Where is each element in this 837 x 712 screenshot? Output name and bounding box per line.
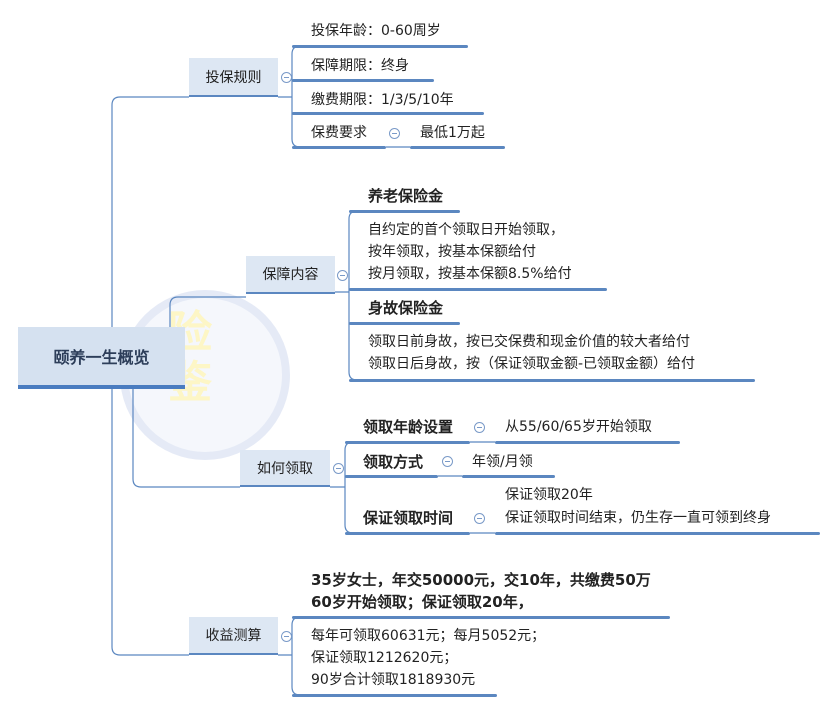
leaf-text: 保费要求 [311,125,367,141]
branch-label: 如何领取 [257,460,313,477]
node-underline [292,694,497,697]
headline-text: 60岁开始领取；保证领取20年， [311,593,533,611]
root-node[interactable]: 颐养一生概览 [18,327,185,389]
collapse-icon[interactable] [337,270,348,281]
branch-node-returns[interactable]: 收益测算 [189,617,278,655]
headline-text: 35岁女士，年交50000元，交10年，共缴费50万 [311,571,651,589]
leaf-text: 保证领取1212620元； [311,650,458,666]
node-underline [292,79,434,82]
leaf-text: 自约定的首个领取日开始领取， [368,222,564,238]
node-underline [292,146,386,149]
collapse-icon[interactable] [389,128,400,139]
node-underline [349,322,460,325]
leaf-text: 领取日后身故，按（保证领取金额-已领取金额）给付 [368,356,696,372]
leaf-text: 保障期限：终身 [311,58,409,74]
collapse-icon[interactable] [281,631,292,642]
branch-label: 保障内容 [262,267,319,283]
section-title: 养老保险金 [368,187,444,205]
root-title: 颐养一生概览 [53,348,150,367]
leaf-text: 缴费期限：1/3/5/10年 [311,92,454,108]
branch-label: 投保规则 [205,69,262,86]
leaf-text: 按月领取，按基本保额8.5%给付 [368,266,572,282]
node-underline [345,475,438,478]
node-underline [410,146,505,149]
node-underline [292,112,484,115]
collapse-icon[interactable] [474,513,485,524]
node-underline [292,616,670,619]
leaf-text: 按年领取，按基本保额给付 [368,244,536,260]
collapse-icon[interactable] [333,463,344,474]
node-underline [349,379,755,382]
leaf-text: 每年可领取60631元；每月5052元； [311,628,546,644]
branch-label: 收益测算 [205,628,262,644]
leaf-label: 保证领取时间 [363,509,454,527]
leaf-text: 90岁合计领取1818930元 [311,672,476,688]
leaf-text: 保证领取时间结束，仍生存一直可领到终身 [505,510,771,526]
leaf-text: 最低1万起 [420,125,485,141]
node-underline [345,441,470,444]
node-underline [345,532,470,535]
leaf-text: 年领/月领 [472,454,533,470]
collapse-icon[interactable] [442,456,453,467]
branch-node-claim[interactable]: 如何领取 [240,450,330,487]
node-underline [349,210,460,213]
leaf-text: 领取日前身故，按已交保费和现金价值的较大者给付 [368,334,690,350]
leaf-label: 领取方式 [363,453,424,471]
node-underline [462,475,555,478]
branch-node-rules[interactable]: 投保规则 [189,58,278,97]
leaf-label: 领取年龄设置 [363,418,454,436]
node-underline [292,45,468,48]
branch-node-coverage[interactable]: 保障内容 [246,256,335,294]
leaf-text: 保证领取20年 [505,487,593,503]
collapse-icon[interactable] [474,422,485,433]
leaf-text: 从55/60/65岁开始领取 [505,419,652,435]
node-underline [495,441,680,444]
node-underline [495,532,820,535]
section-title: 身故保险金 [368,299,444,317]
leaf-text: 投保年龄：0-60周岁 [311,23,441,39]
collapse-icon[interactable] [281,72,292,83]
node-underline [349,288,607,291]
